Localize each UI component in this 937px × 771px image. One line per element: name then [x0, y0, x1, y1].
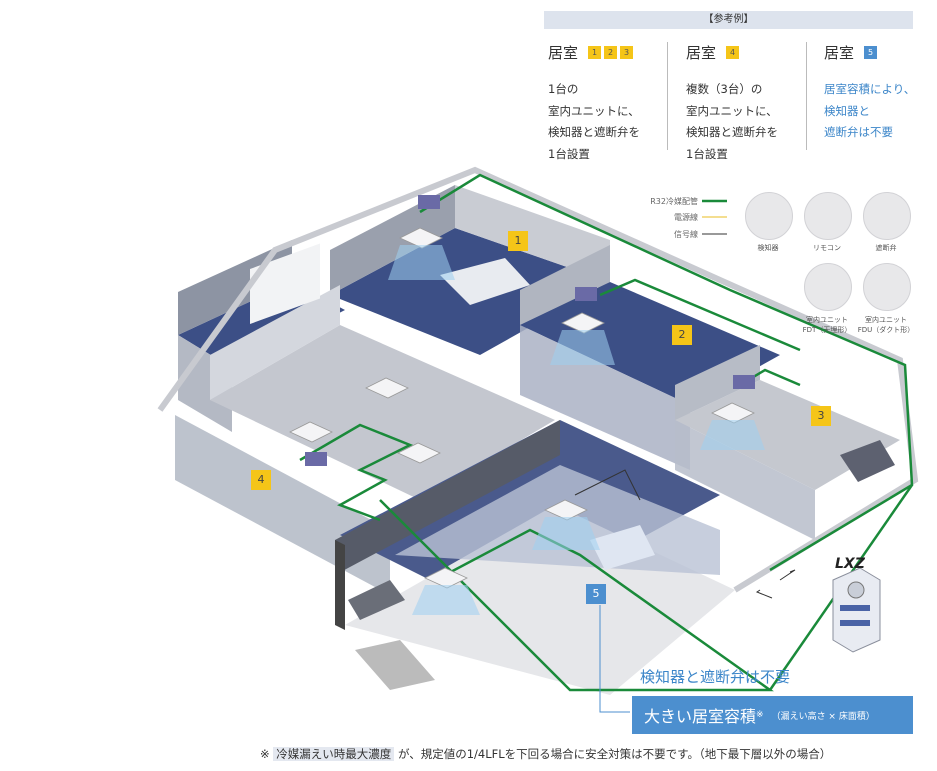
- room-tag: 2: [604, 46, 618, 59]
- reference-line: 1台設置: [548, 146, 590, 161]
- divider: [806, 42, 807, 150]
- refrigerant-pipe: [419, 173, 914, 572]
- building-outline: [157, 166, 919, 593]
- footnote: ※ 冷媒漏えい時最大濃度 が、規定値の1/4LFLを下回る場合に安全対策は不要で…: [260, 746, 831, 762]
- legend-icon-label: 遮断弁: [875, 244, 897, 252]
- footnote-text: が、規定値の1/4LFLを下回る場合に安全対策は不要です。（地下最下層以外の場合…: [397, 747, 832, 761]
- reference-line: 複数（3台）の: [686, 82, 763, 96]
- room-number-1: 1: [508, 231, 528, 251]
- refrigerant-pipe-branch: [599, 278, 801, 352]
- room-1-backwall: [330, 185, 455, 295]
- big-room-mark: ※: [756, 710, 764, 720]
- indoor-unit: [289, 227, 755, 589]
- legend-power: 電源線: [674, 213, 698, 222]
- legend-icon-label: 室内ユニット FDT（天埋形）: [802, 316, 852, 334]
- reference-line: 検知器と遮断弁を: [548, 125, 640, 139]
- legend-signal: 信号線: [674, 230, 698, 239]
- reference-line: 検知器と: [824, 103, 870, 118]
- reference-column-2: 居室 4 複数（3台）の 室内ユニットに、 検知器と遮断弁を 1台設置: [686, 42, 811, 165]
- reception-desk: [590, 525, 655, 570]
- reference-line: 居室容積により、: [824, 82, 916, 96]
- no-need-label: 検知器と遮断弁は不要: [640, 668, 791, 686]
- big-room-sub: （漏えい高さ × 床面積）: [771, 711, 875, 722]
- room-2-backwall: [520, 245, 610, 325]
- room-number-5: 5: [586, 584, 606, 604]
- room-1-table: [440, 258, 530, 305]
- room-1-sidewall: [455, 185, 610, 282]
- big-room-main: 大きい居室容積: [644, 707, 757, 726]
- divider: [667, 42, 668, 150]
- room-tag: 5: [864, 46, 878, 59]
- big-room-box: 大きい居室容積 ※ （漏えい高さ × 床面積）: [632, 696, 913, 734]
- indoor-fdu-icon: [863, 263, 911, 311]
- reference-line: 1台の: [548, 82, 579, 96]
- shutoff-valve: [305, 195, 755, 466]
- reference-header: 【参考例】: [544, 11, 913, 29]
- indoor-fdt-icon: [804, 263, 852, 311]
- entrance-steps: [355, 640, 435, 690]
- refrigerant-pipe-room5: [379, 499, 774, 692]
- room-3-backwall: [675, 345, 760, 420]
- brand-logo: LXZ: [835, 556, 865, 572]
- reference-title: 居室: [548, 44, 579, 62]
- signal-line: [574, 469, 641, 501]
- room-5-leftwall: [335, 540, 345, 630]
- legend-icon-label: リモコン: [813, 244, 841, 252]
- footnote-highlight: 冷媒漏えい時最大濃度: [273, 747, 395, 761]
- legend-icon-label: 室内ユニット FDU（ダクト形）: [857, 316, 915, 334]
- storage-room-wall: [178, 335, 232, 432]
- airflow-arrow: [779, 569, 796, 581]
- refrigerant-pipe-room4: [299, 423, 414, 522]
- legend-pipe: R32冷媒配管: [650, 197, 698, 206]
- airflow-arrow: [755, 589, 773, 599]
- room-4-backwall: [210, 285, 340, 400]
- room-tag: 1: [588, 46, 602, 59]
- reference-title: 居室: [686, 44, 717, 62]
- room-3-sofa: [840, 440, 895, 482]
- room-tag: 4: [726, 46, 740, 59]
- room-5-wall: [335, 420, 560, 575]
- airflow: [388, 245, 765, 615]
- lobby-sofa: [348, 580, 405, 620]
- signal-line: [599, 605, 630, 713]
- reference-line: 室内ユニットに、: [686, 103, 778, 118]
- room-tag: 3: [620, 46, 634, 59]
- room-4-floor: [210, 325, 555, 500]
- reference-column-1: 居室 1 2 3 1台の 室内ユニットに、 検知器と遮断弁を 1台設置: [548, 42, 673, 165]
- reference-line: 室内ユニットに、: [548, 103, 640, 118]
- outdoor-unit: [832, 567, 881, 653]
- legend-icon-label: 検知器: [757, 244, 779, 252]
- detector-icon: [745, 192, 793, 240]
- reference-line: 遮断弁は不要: [824, 125, 893, 139]
- room-number-4: 4: [251, 470, 271, 490]
- room-number-2: 2: [672, 325, 692, 345]
- reference-line: 検知器と遮断弁を: [686, 125, 778, 139]
- footnote-mark: ※: [260, 747, 270, 761]
- reference-line: 1台設置: [686, 146, 728, 161]
- reference-column-3: 居室 5 居室容積により、 検知器と 遮断弁は不要: [824, 42, 934, 144]
- reference-title: 居室: [824, 44, 855, 62]
- room-number-3: 3: [811, 406, 831, 426]
- shutoff-valve-icon: [863, 192, 911, 240]
- remote-icon: [804, 192, 852, 240]
